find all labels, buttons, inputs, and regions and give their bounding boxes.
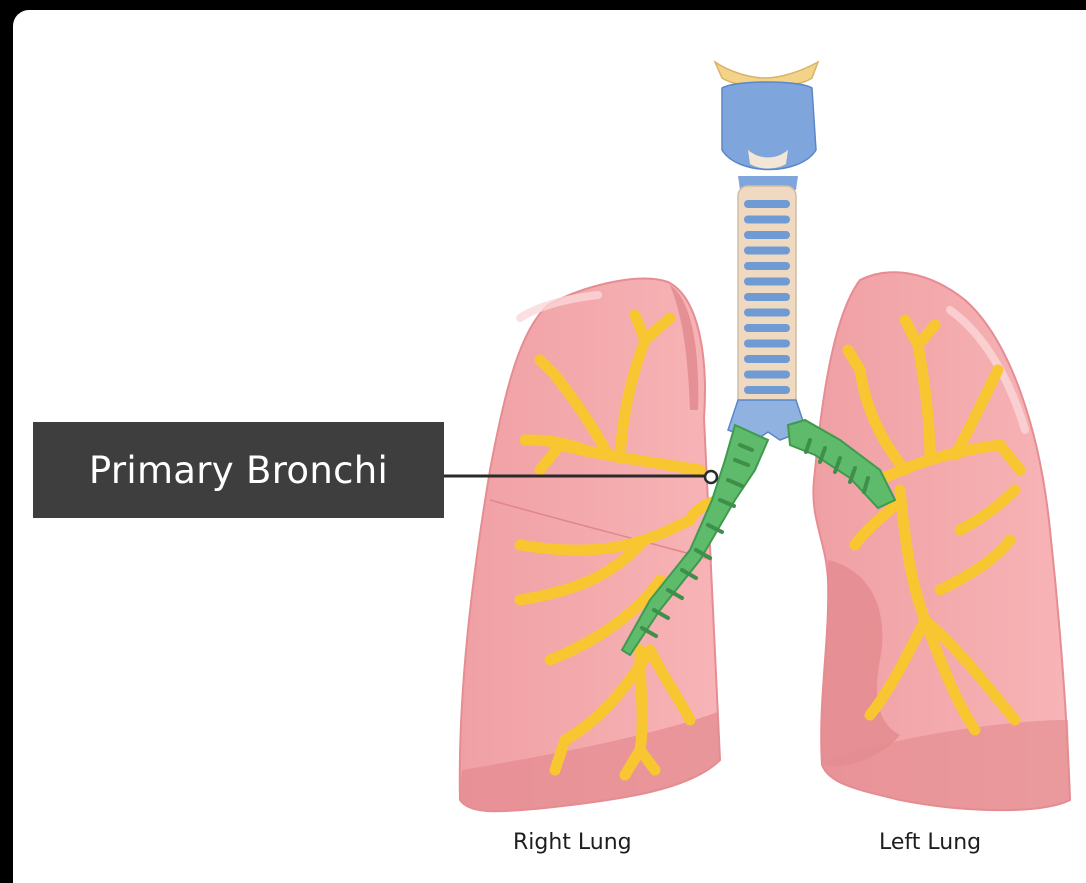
- trachea-ring: [744, 247, 790, 255]
- trachea-ring: [744, 293, 790, 301]
- left-lung-label: Left Lung: [879, 830, 981, 855]
- larynx: [715, 62, 818, 190]
- trachea-ring: [744, 231, 790, 239]
- trachea-ring: [744, 386, 790, 394]
- trachea-ring: [744, 355, 790, 363]
- right-lung-label: Right Lung: [513, 830, 632, 855]
- callout-label: Primary Bronchi: [89, 449, 388, 492]
- trachea-ring: [744, 200, 790, 208]
- trachea-ring: [744, 340, 790, 348]
- trachea-ring: [744, 278, 790, 286]
- trachea-ring: [744, 371, 790, 379]
- trachea-ring: [744, 216, 790, 224]
- trachea-ring: [744, 262, 790, 270]
- diagram-card: Primary Bronchi Right Lung Left Lung: [13, 10, 1086, 883]
- trachea-ring: [744, 324, 790, 332]
- primary-bronchi-callout: Primary Bronchi: [33, 422, 444, 518]
- trachea-ring: [744, 309, 790, 317]
- pointer-dot-icon: [705, 471, 717, 483]
